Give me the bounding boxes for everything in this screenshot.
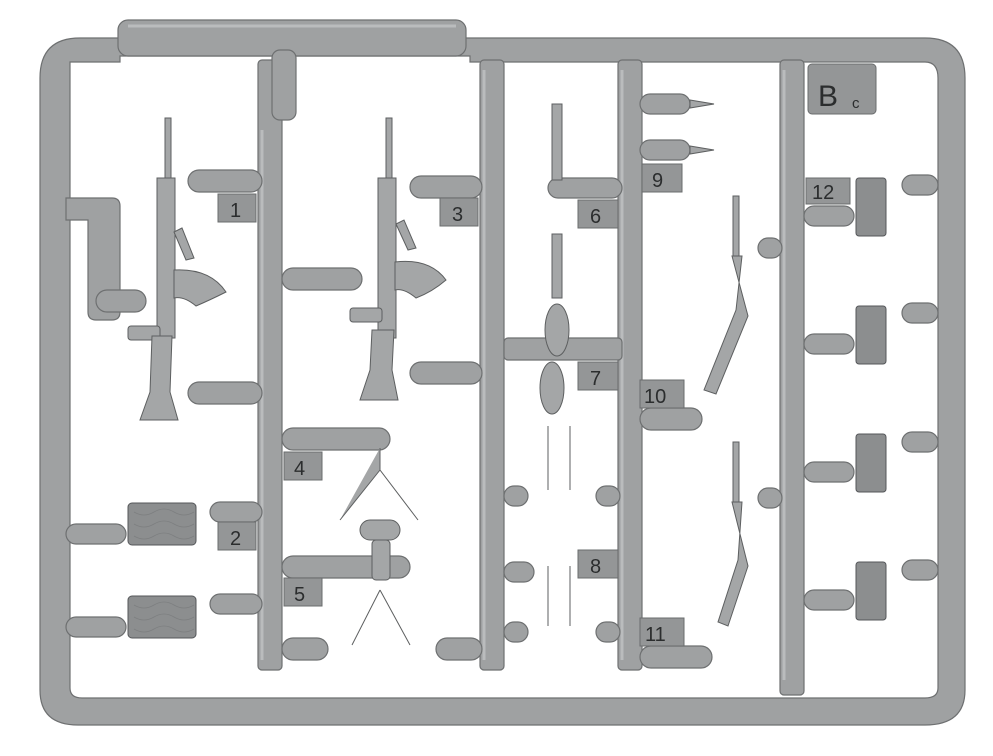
part-4-5-bipod — [339, 448, 419, 646]
svg-text:7: 7 — [590, 368, 601, 390]
part-1-rifle — [127, 117, 227, 421]
svg-text:11: 11 — [645, 624, 666, 646]
svg-text:2: 2 — [230, 528, 241, 550]
tag-7: 7 — [577, 361, 619, 391]
part-12-pouches — [855, 177, 887, 621]
gate-runners — [65, 93, 939, 669]
tag-6: 6 — [577, 199, 619, 229]
part-number-tags: 1 2 3 4 5 6 7 8 9 10 11 12 — [217, 163, 851, 647]
part-2-pouches — [127, 502, 197, 639]
frame-sub: c — [852, 95, 860, 112]
tag-10: 10 — [639, 379, 685, 409]
frame-letter: B — [818, 80, 838, 113]
svg-text:9: 9 — [652, 170, 663, 192]
svg-text:5: 5 — [294, 584, 305, 606]
svg-text:12: 12 — [812, 182, 834, 204]
svg-text:8: 8 — [590, 556, 601, 578]
outer-frame — [39, 19, 966, 726]
part-6-7-muzzle — [539, 103, 570, 415]
tag-9: 9 — [641, 163, 683, 193]
tag-3: 3 — [439, 197, 479, 227]
svg-text:4: 4 — [294, 458, 305, 480]
part-10-11-rifles — [703, 195, 749, 627]
svg-text:6: 6 — [590, 206, 601, 228]
tag-11: 11 — [639, 617, 685, 647]
tag-5: 5 — [283, 577, 323, 607]
tag-2: 2 — [217, 521, 257, 551]
frame-id-plate: B c — [807, 63, 877, 115]
svg-text:1: 1 — [230, 200, 241, 222]
part-9-spikes — [689, 99, 715, 155]
tag-1: 1 — [217, 193, 257, 223]
tag-8: 8 — [577, 549, 619, 579]
part-8-legs — [547, 426, 571, 626]
svg-text:3: 3 — [452, 204, 463, 226]
svg-text:10: 10 — [644, 386, 666, 408]
tag-4: 4 — [283, 451, 323, 481]
part-3-rifle — [349, 117, 447, 401]
tag-12: 12 — [805, 177, 851, 205]
